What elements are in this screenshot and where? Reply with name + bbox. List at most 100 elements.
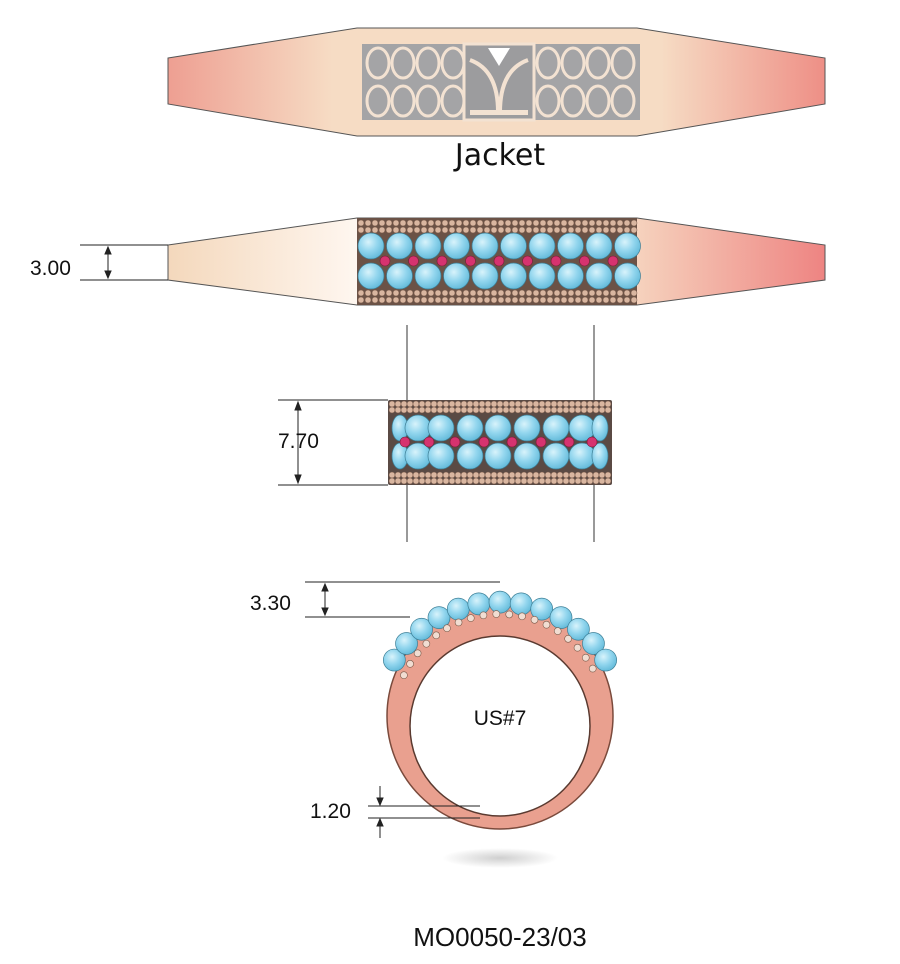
- bead: [460, 400, 468, 408]
- bead: [556, 477, 564, 485]
- bead: [434, 289, 442, 297]
- aqua-stone: [414, 262, 442, 290]
- bead: [441, 219, 449, 227]
- bead: [539, 219, 547, 227]
- bead: [462, 219, 470, 227]
- bead: [424, 471, 432, 479]
- filigree-circle: [365, 46, 391, 80]
- pink-stone: [449, 436, 461, 448]
- bead: [448, 406, 456, 414]
- bead: [371, 296, 379, 304]
- bead: [430, 406, 438, 414]
- bead: [581, 653, 590, 662]
- bead: [602, 226, 610, 234]
- bead: [504, 289, 512, 297]
- bead: [413, 226, 421, 234]
- bead: [460, 406, 468, 414]
- filigree-circle: [610, 84, 636, 118]
- bead: [427, 226, 435, 234]
- aqua-stone: [357, 232, 385, 260]
- aqua-stone: [614, 262, 641, 290]
- bead: [514, 477, 522, 485]
- pink-stone: [535, 436, 547, 448]
- bead: [448, 477, 456, 485]
- bead: [598, 477, 606, 485]
- bead: [553, 296, 561, 304]
- bead: [518, 296, 526, 304]
- bead: [388, 400, 396, 408]
- aqua-stone: [456, 442, 484, 470]
- bead: [484, 471, 492, 479]
- dimension-label-band-end: 3.00: [30, 257, 71, 280]
- bead: [520, 406, 528, 414]
- bead: [630, 296, 638, 304]
- aqua-stone: [509, 592, 533, 616]
- bead: [357, 289, 365, 297]
- bead: [454, 477, 462, 485]
- bead: [476, 219, 484, 227]
- aqua-stone: [443, 232, 470, 260]
- bead: [574, 471, 582, 479]
- bead: [466, 477, 474, 485]
- bead: [508, 471, 516, 479]
- bead: [448, 219, 456, 227]
- bead: [434, 219, 442, 227]
- bead: [581, 219, 589, 227]
- aqua-stone: [500, 262, 527, 290]
- bead: [406, 660, 414, 668]
- aqua-stone: [528, 232, 556, 260]
- bead: [399, 296, 407, 304]
- pink-stone: [563, 436, 575, 448]
- bead: [483, 219, 491, 227]
- bead: [525, 296, 533, 304]
- bead: [418, 477, 426, 485]
- aqua-stone: [386, 262, 413, 290]
- bead: [525, 289, 533, 297]
- bead: [574, 219, 582, 227]
- bead: [630, 219, 638, 227]
- aqua-stone: [530, 597, 554, 621]
- filigree-circle: [560, 46, 586, 80]
- bead: [588, 226, 596, 234]
- bead: [518, 612, 526, 621]
- bead: [427, 219, 435, 227]
- bead: [394, 471, 402, 479]
- pink-stone: [436, 255, 448, 267]
- bead: [539, 226, 547, 234]
- aqua-stone: [427, 442, 455, 470]
- dimension-shank-thickness: [368, 786, 480, 838]
- bead: [454, 618, 463, 627]
- bead: [504, 226, 512, 234]
- bead: [430, 477, 438, 485]
- dimension-band-width: [278, 399, 388, 486]
- bead: [420, 289, 428, 297]
- bead: [525, 226, 533, 234]
- bead: [567, 219, 575, 227]
- bead: [400, 477, 408, 485]
- bead: [574, 289, 582, 297]
- pink-stone: [550, 255, 562, 267]
- bead: [434, 296, 442, 304]
- ring-side-view: [382, 590, 618, 868]
- bead: [462, 226, 470, 234]
- bead: [430, 471, 438, 479]
- aqua-stone: [484, 442, 512, 470]
- bead: [616, 289, 624, 297]
- bead: [567, 296, 575, 304]
- bead: [394, 477, 402, 485]
- bead: [580, 477, 588, 485]
- ring-shadow: [442, 848, 558, 868]
- filigree-circle: [390, 84, 416, 118]
- bead: [422, 639, 431, 648]
- bead: [550, 400, 558, 408]
- bead: [553, 219, 561, 227]
- bead: [497, 226, 505, 234]
- bead: [490, 471, 498, 479]
- bead: [490, 400, 498, 408]
- dimension-label-stone-height: 3.30: [250, 592, 291, 615]
- bead: [441, 289, 449, 297]
- bead: [427, 296, 435, 304]
- bead: [574, 226, 582, 234]
- bead: [420, 219, 428, 227]
- bead: [532, 296, 540, 304]
